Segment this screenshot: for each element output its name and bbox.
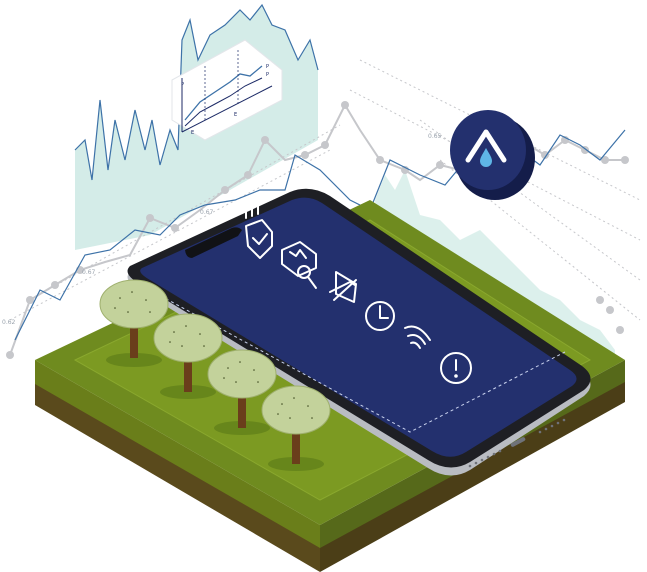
clock-icon <box>365 301 395 331</box>
monitor-search-icon <box>281 241 317 289</box>
wifi-icon <box>404 325 431 349</box>
charging-port <box>510 437 526 447</box>
tree-4 <box>261 385 331 471</box>
tree-3 <box>207 349 277 435</box>
mini-label-3: P <box>266 72 269 78</box>
logo-arrow-icon <box>465 129 507 163</box>
logo-drop-icon <box>480 148 492 167</box>
mini-label-4: E <box>191 130 194 136</box>
tree-1 <box>99 279 169 367</box>
phone-screen <box>140 197 577 457</box>
mini-label-2: P <box>266 64 269 70</box>
shield-check-icon <box>245 205 273 259</box>
speaker-holes <box>468 418 566 468</box>
tree-2 <box>153 313 223 399</box>
alert-icon <box>440 352 472 384</box>
tick-label-1: 0.67 <box>200 209 214 216</box>
mini-label-5: E <box>234 112 237 118</box>
screen-dashed-frame <box>149 289 566 433</box>
canopy-speckles <box>114 291 313 419</box>
tick-label-4: 0.62 <box>2 319 16 326</box>
mini-chart-card: P P P E E <box>171 39 283 141</box>
smartphone <box>127 188 591 476</box>
transfer-icon <box>329 271 357 303</box>
logo-badge <box>450 110 535 200</box>
phone-notch <box>185 227 242 258</box>
trees <box>99 279 331 471</box>
tick-label-2: 0.67 <box>82 269 96 276</box>
mini-label-1: P <box>181 82 184 88</box>
tick-label-3: 0.65 <box>428 133 442 140</box>
